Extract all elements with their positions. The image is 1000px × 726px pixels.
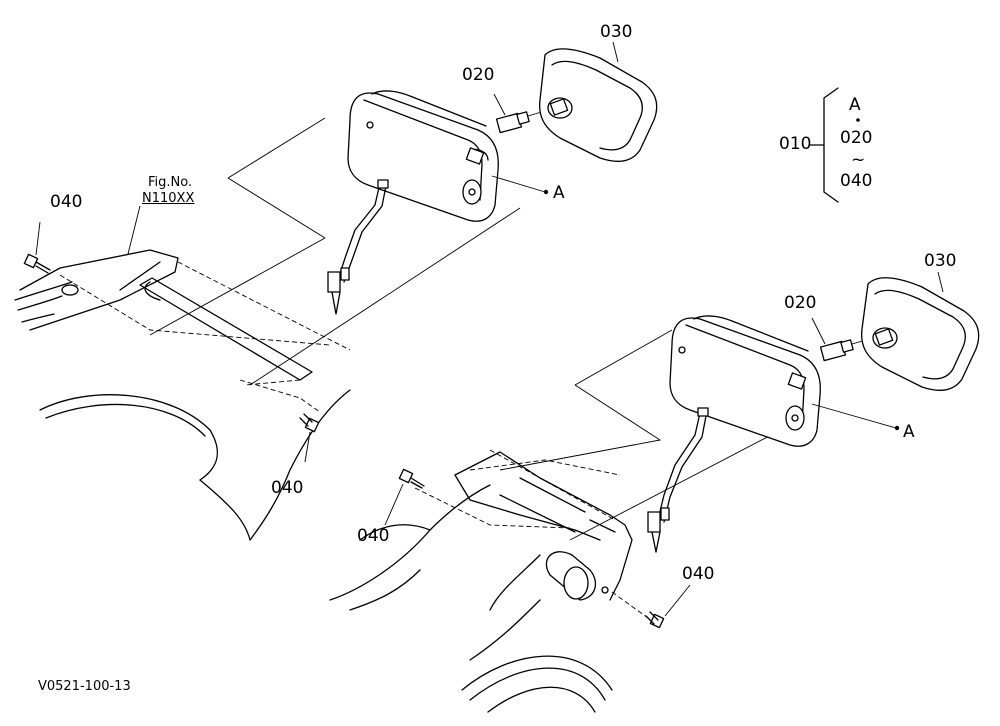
callout-030-right: 030 [924, 251, 957, 271]
fig-ref-line2: N110XX [142, 191, 195, 206]
callout-020-top: 020 [462, 65, 495, 85]
callout-a-right: A [903, 422, 915, 442]
ref-point-a-top [543, 189, 549, 195]
bolt-lower [384, 468, 425, 526]
work-light-top [327, 90, 499, 315]
left-projection-lines [59, 117, 521, 413]
bolt-bottom-right [645, 584, 691, 629]
ref-point-a-right [894, 425, 900, 431]
drawing-code: V0521-100-13 [38, 679, 131, 694]
callout-040-left: 040 [50, 192, 83, 212]
lens-right [860, 271, 980, 391]
legend-tilde: ~ [851, 150, 866, 170]
legend-bracket [809, 87, 860, 203]
bulb-right [811, 317, 881, 362]
legend-top: A [849, 95, 861, 115]
callout-040-bottom-right: 040 [682, 564, 715, 584]
work-light-right [647, 315, 821, 553]
legend-bottom: 040 [840, 171, 873, 191]
legend-mid: 020 [840, 128, 873, 148]
legend-parent: 010 [779, 134, 812, 154]
left-fender-bracket [14, 249, 351, 541]
fig-ref-line1: Fig.No. [148, 175, 193, 190]
callout-040-mid: 040 [271, 478, 304, 498]
leader-lines [127, 175, 900, 431]
lens-top [538, 41, 658, 162]
bulb-top [493, 93, 556, 134]
right-projection-lines [414, 329, 801, 619]
bolt-left [23, 221, 51, 274]
callout-020-right: 020 [784, 293, 817, 313]
callout-030-top: 030 [600, 22, 633, 42]
callout-a-top: A [553, 183, 565, 203]
callout-040-lower: 040 [357, 526, 390, 546]
bolt-mid [299, 413, 320, 463]
right-fender-bracket [329, 451, 633, 713]
